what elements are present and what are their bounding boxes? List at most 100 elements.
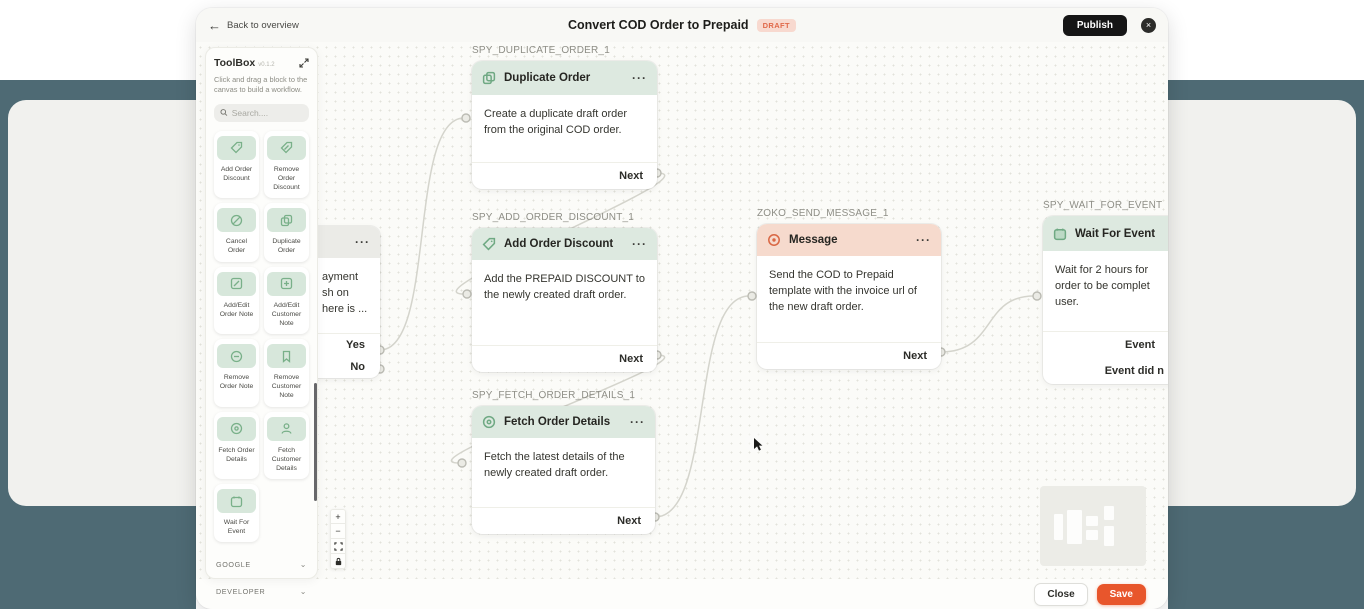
toolbox-panel: ToolBox v0.1.2 Click and drag a block to… bbox=[205, 47, 318, 596]
node-body-text: Wait for 2 hours for order to be complet… bbox=[1055, 264, 1150, 308]
package-icon bbox=[217, 416, 256, 441]
tag-icon bbox=[482, 237, 496, 251]
toolbox-block-grid: Add Order Discount Remove Order Discount… bbox=[214, 130, 309, 543]
more-menu-icon[interactable]: ··· bbox=[632, 71, 647, 85]
output-next[interactable]: Next bbox=[617, 515, 641, 527]
node-body-text: Create a duplicate draft order from the … bbox=[484, 108, 628, 136]
block-remove-order-discount[interactable]: Remove Order Discount bbox=[264, 130, 309, 199]
more-menu-icon[interactable]: ··· bbox=[916, 233, 931, 247]
node-wait-for-event[interactable]: Wait For Event Wait for 2 hours for orde… bbox=[1043, 216, 1168, 384]
node-send-message[interactable]: Message ··· Send the COD to Prepaid temp… bbox=[757, 224, 941, 369]
node-body-text: ayment sh on here is ... bbox=[322, 271, 368, 315]
workflow-title: Convert COD Order to Prepaid bbox=[567, 18, 749, 32]
toolbox-description: Click and drag a block to the canvas to … bbox=[214, 75, 308, 95]
block-remove-order-note[interactable]: Remove Order Note bbox=[214, 339, 259, 407]
note-icon bbox=[217, 344, 256, 369]
node-id-label: SPY_WAIT_FOR_EVENT bbox=[1043, 200, 1163, 211]
editor-footer: Close Save bbox=[196, 579, 1168, 609]
more-menu-icon[interactable]: ··· bbox=[630, 415, 645, 429]
block-add-order-discount[interactable]: Add Order Discount bbox=[214, 130, 259, 199]
node-id-label: SPY_DUPLICATE_ORDER_1 bbox=[472, 45, 610, 56]
clock-icon bbox=[217, 489, 256, 514]
workflow-canvas[interactable]: ··· ayment sh on here is ... Yes No SPY_… bbox=[196, 43, 1168, 596]
node-add-order-discount[interactable]: Add Order Discount ··· Add the PREPAID D… bbox=[472, 228, 657, 372]
output-event-did-not-happen[interactable]: Event did n bbox=[1104, 365, 1164, 377]
node-id-label: SPY_FETCH_ORDER_DETAILS_1 bbox=[472, 390, 636, 401]
copy-icon bbox=[267, 208, 306, 233]
next-slide-panel bbox=[1156, 100, 1356, 506]
more-menu-icon[interactable]: ··· bbox=[355, 235, 370, 249]
chevron-down-icon: ⌄ bbox=[299, 587, 307, 597]
duplicate-icon bbox=[482, 71, 496, 85]
node-id-label: ZOKO_SEND_MESSAGE_1 bbox=[757, 208, 889, 219]
section-google[interactable]: GOOGLE ⌄ bbox=[216, 560, 307, 570]
canvas-controls: + − bbox=[330, 509, 346, 569]
block-remove-customer-note[interactable]: Remove Customer Note bbox=[264, 339, 309, 407]
back-arrow-icon: ← bbox=[208, 17, 221, 33]
port[interactable] bbox=[457, 458, 467, 468]
cursor-indicator bbox=[742, 429, 770, 457]
node-body-text: Add the PREPAID DISCOUNT to the newly cr… bbox=[484, 273, 645, 301]
output-next[interactable]: Next bbox=[619, 170, 643, 182]
block-wait-for-event[interactable]: Wait For Event bbox=[214, 484, 259, 543]
node-title: Fetch Order Details bbox=[504, 416, 611, 428]
search-icon bbox=[220, 109, 228, 117]
expand-icon[interactable] bbox=[299, 58, 309, 68]
clock-icon bbox=[1053, 227, 1067, 241]
node-id-label: SPY_ADD_ORDER_DISCOUNT_1 bbox=[472, 212, 635, 223]
port[interactable] bbox=[461, 113, 471, 123]
note-icon bbox=[267, 271, 306, 296]
status-badge: DRAFT bbox=[756, 18, 796, 32]
node-body-text: Send the COD to Prepaid template with th… bbox=[769, 269, 917, 313]
more-menu-icon[interactable]: ··· bbox=[632, 237, 647, 251]
back-label: Back to overview bbox=[227, 19, 299, 31]
toolbox-search[interactable] bbox=[214, 103, 309, 122]
port[interactable] bbox=[462, 289, 472, 299]
port[interactable] bbox=[1032, 291, 1042, 301]
publish-button[interactable]: Publish bbox=[1062, 14, 1127, 36]
block-cancel-order[interactable]: Cancel Order bbox=[214, 203, 259, 262]
toolbox-version: v0.1.2 bbox=[258, 62, 275, 68]
zoom-out-button[interactable]: − bbox=[330, 524, 346, 539]
node-fetch-order-details[interactable]: Fetch Order Details ··· Fetch the latest… bbox=[472, 406, 655, 534]
workflow-editor-window: ← Back to overview Convert COD Order to … bbox=[196, 8, 1168, 609]
tag-icon bbox=[267, 135, 306, 160]
port[interactable] bbox=[747, 291, 757, 301]
output-no[interactable]: No bbox=[350, 361, 365, 373]
block-add-edit-order-note[interactable]: Add/Edit Order Note bbox=[214, 266, 259, 335]
previous-slide-panel bbox=[8, 100, 208, 506]
minimap-node bbox=[1104, 506, 1114, 520]
close-icon[interactable]: × bbox=[1141, 17, 1156, 33]
block-fetch-customer-details[interactable]: Fetch Customer Details bbox=[264, 411, 309, 480]
close-button[interactable]: Close bbox=[1034, 582, 1088, 606]
node-duplicate-order[interactable]: Duplicate Order ··· Create a duplicate d… bbox=[472, 61, 657, 189]
toolbox-title: ToolBox bbox=[214, 57, 256, 69]
node-body-text: Fetch the latest details of the newly cr… bbox=[484, 451, 625, 479]
output-yes[interactable]: Yes bbox=[346, 339, 365, 351]
package-icon bbox=[482, 415, 496, 429]
back-to-overview-link[interactable]: ← Back to overview bbox=[208, 19, 299, 32]
zoom-in-button[interactable]: + bbox=[330, 509, 346, 524]
save-button[interactable]: Save bbox=[1096, 583, 1146, 605]
output-event-happened[interactable]: Event bbox=[1125, 339, 1155, 351]
toolbox-scrollbar[interactable] bbox=[314, 383, 317, 501]
output-next[interactable]: Next bbox=[619, 353, 643, 365]
minimap[interactable] bbox=[1040, 486, 1146, 566]
output-next[interactable]: Next bbox=[903, 350, 927, 362]
edge-fetch-to-message bbox=[654, 295, 750, 518]
block-duplicate-order[interactable]: Duplicate Order bbox=[264, 203, 309, 262]
note-icon bbox=[217, 271, 256, 296]
lock-icon[interactable] bbox=[330, 554, 346, 569]
node-title: Duplicate Order bbox=[504, 72, 591, 84]
search-input[interactable] bbox=[231, 107, 303, 118]
bookmark-icon bbox=[267, 344, 306, 369]
fit-view-button[interactable] bbox=[330, 539, 346, 554]
message-icon bbox=[767, 233, 781, 247]
tag-icon bbox=[217, 135, 256, 160]
node-title: Message bbox=[789, 234, 838, 246]
block-add-edit-customer-note[interactable]: Add/Edit Customer Note bbox=[264, 266, 309, 335]
block-fetch-order-details[interactable]: Fetch Order Details bbox=[214, 411, 259, 480]
section-developer[interactable]: DEVELOPER ⌄ bbox=[216, 587, 307, 597]
node-title: Add Order Discount bbox=[504, 238, 614, 250]
